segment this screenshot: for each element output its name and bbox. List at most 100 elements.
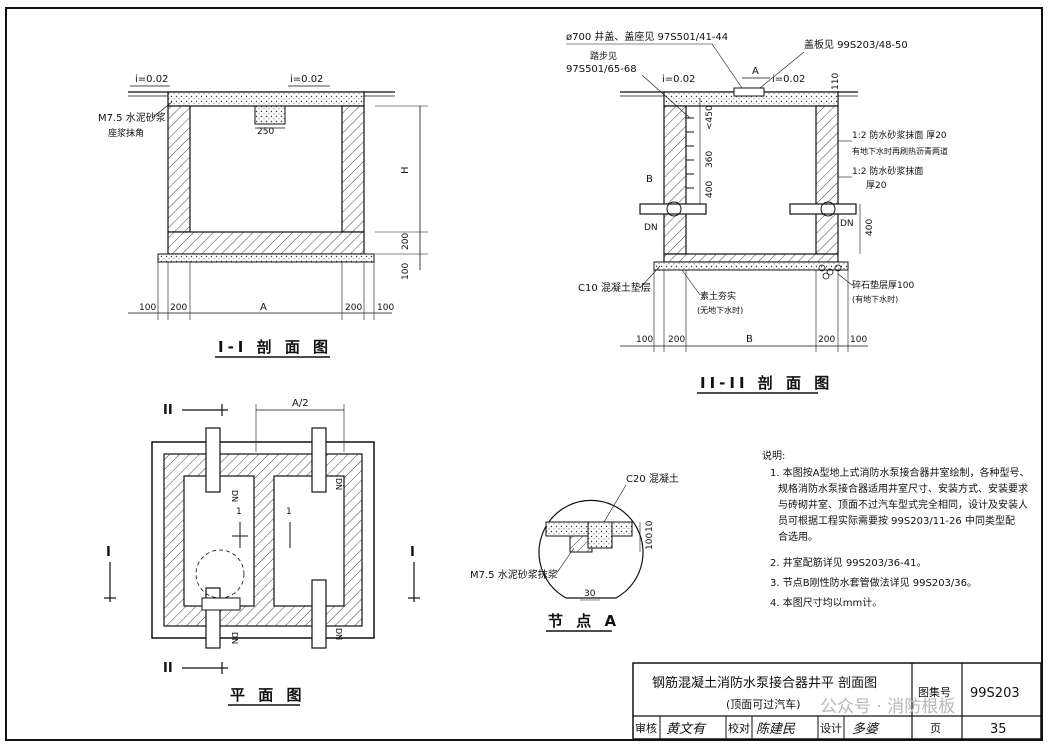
right-wall — [341, 105, 365, 233]
section-1-1: 250 i=0.02 i=0.02 M7.5 水泥砂浆 座浆抹角 H 200 1… — [98, 74, 428, 358]
note-line-1: 规格消防水泵接合器适用井室尺寸、安装方式、安装要求 — [778, 482, 1028, 495]
slope-right: i=0.02 — [290, 74, 323, 85]
dn-left: DN — [644, 223, 658, 233]
section-2-2: ø700 井盖、盖座见 97S501/41-44 盖板见 99S203/48-5… — [566, 30, 948, 394]
right-wall-2 — [815, 105, 839, 255]
plan-view: A/2 II II I I 1 1 DN DN DN DN 平 面 图 — [104, 398, 420, 706]
design-label: 设计 — [820, 722, 842, 735]
cushion-layer-2 — [653, 261, 849, 271]
page-no: 35 — [990, 722, 1007, 737]
title-block: 钢筋混凝土消防水泵接合器井平 剖面图 (顶面可过汽车) 图集号 99S203 审… — [632, 662, 1042, 740]
section-2-2-title: II-II 剖 面 图 — [700, 374, 833, 392]
pipe-right — [789, 203, 857, 215]
dim-A2: A/2 — [292, 398, 309, 409]
plaster1-sub: 有地下水时再刷热沥青两道 — [852, 146, 948, 156]
dim-bottom-100-left: 100 — [139, 303, 156, 313]
dim2-bottom-100-right: 100 — [850, 335, 867, 345]
check-sign: 陈建民 — [756, 721, 796, 737]
atlas-no: 99S203 — [970, 686, 1020, 701]
c20-label: C20 混凝土 — [626, 472, 679, 485]
point-B: B — [646, 174, 653, 185]
watermark: 公众号 · 消防根板 — [820, 697, 955, 717]
drawing-subtitle: (顶面可过汽车) — [726, 697, 801, 711]
slope-left: i=0.02 — [135, 74, 168, 85]
gravel-sub: (有地下水时) — [852, 294, 898, 304]
dim-400a: 400 — [705, 181, 715, 198]
detail-A: C20 混凝土 M7.5 水泥砂浆抹浆 10 100 30 节 点 A — [470, 472, 679, 632]
c10-label: C10 混凝土垫层 — [578, 281, 651, 294]
dim-100-detail: 100 — [645, 533, 655, 550]
slope-right-2: i=0.02 — [772, 74, 805, 85]
dim2-bottom-200-left: 200 — [668, 335, 685, 345]
check-label: 校对 — [728, 721, 750, 735]
drawing-title: 钢筋混凝土消防水泵接合器井平 剖面图 — [652, 675, 877, 691]
dim-bottom-100-right: 100 — [377, 303, 394, 313]
dim2-bottom-100-left: 100 — [636, 335, 653, 345]
plan-dn-3: DN — [230, 632, 239, 644]
review-sign: 黄文有 — [666, 721, 707, 737]
plan-dn-1: DN — [230, 490, 239, 502]
detail-title: 节 点 A — [548, 612, 620, 630]
design-sign: 多婆 — [852, 722, 880, 737]
dim-30: 30 — [584, 589, 596, 599]
dim-bottom-200-left: 200 — [170, 303, 187, 313]
note-line-4: 合选用。 — [778, 530, 818, 543]
note-line-3: 员可根据工程实际需要按 99S203/11-26 中同类型配 — [778, 514, 1015, 527]
note-line-2: 与砖砌井室、顶面不过汽车型式完全相同，设计及安装人 — [778, 498, 1028, 511]
notes: 说明: 1. 本图按A型地上式消防水泵接合器井室绘制，各种型号、 规格消防水泵接… — [762, 449, 1030, 609]
plan-title: 平 面 图 — [230, 686, 305, 704]
dim-100: 100 — [401, 263, 411, 280]
plaster1-label: 1:2 防水砂浆抹面 厚20 — [852, 129, 947, 141]
top-slab — [167, 91, 365, 107]
base-slab — [167, 231, 365, 255]
dim-10: 10 — [645, 520, 655, 532]
detail-mortar-label: M7.5 水泥砂浆抹浆 — [470, 568, 558, 581]
marker-II-bottom: II — [163, 661, 173, 676]
dn-right: DN — [840, 219, 854, 229]
note-line-7: 4. 本图尺寸均以mm计。 — [770, 596, 882, 609]
plaster2-label: 1:2 防水砂浆抹面 — [852, 165, 923, 177]
dim-200: 200 — [401, 233, 411, 250]
marker-I-right: I — [410, 545, 415, 560]
dim2-bottom-B: B — [746, 334, 753, 345]
mortar-sub: 座浆抹角 — [108, 127, 144, 139]
dim-bottom-A: A — [260, 302, 267, 313]
left-wall-2 — [663, 105, 687, 255]
plan-chamber-right — [273, 475, 345, 607]
plan-outer — [151, 441, 375, 639]
manhole-cover — [733, 87, 765, 97]
plaster2-sub: 厚20 — [866, 180, 887, 191]
cover-plate-label: 盖板见 99S203/48-50 — [804, 38, 908, 51]
dim-bottom-200-right: 200 — [345, 303, 362, 313]
soil-label: 素土夯实 — [700, 290, 736, 302]
dim-110: 110 — [831, 73, 841, 90]
mortar-label: M7.5 水泥砂浆 — [98, 111, 166, 124]
slope-left-2: i=0.02 — [662, 74, 695, 85]
sheet-border — [5, 7, 1043, 741]
cushion-layer — [157, 253, 375, 263]
step-label: 踏步见 — [590, 50, 617, 62]
review-label: 审核 — [635, 721, 657, 735]
cover-label: ø700 井盖、盖座见 97S501/41-44 — [566, 30, 728, 43]
plan-chamber-left — [183, 475, 255, 607]
gravel-label: 碎石垫层厚100 — [852, 279, 914, 291]
marker-I-left: I — [106, 545, 111, 560]
dim2-bottom-200-right: 200 — [818, 335, 835, 345]
plan-dn-2: DN — [334, 478, 343, 490]
step-ref: 97S501/65-68 — [566, 64, 637, 75]
plan-dn-4: DN — [334, 628, 343, 640]
note-line-6: 3. 节点B刚性防水套管做法详见 99S203/36。 — [770, 576, 977, 589]
dim-450: <450 — [705, 105, 715, 130]
marker-II-top: II — [163, 403, 173, 418]
arrow-1-left: 1 — [236, 507, 242, 517]
dim-H: H — [400, 166, 411, 174]
page-label: 页 — [930, 722, 941, 735]
note-line-5: 2. 井室配筋详见 99S203/36-41。 — [770, 556, 926, 569]
pipe-left — [639, 203, 707, 215]
dim-400b: 400 — [865, 219, 875, 236]
atlas-label: 图集号 — [918, 685, 951, 699]
left-wall — [167, 105, 191, 233]
dim-250: 250 — [257, 127, 274, 137]
